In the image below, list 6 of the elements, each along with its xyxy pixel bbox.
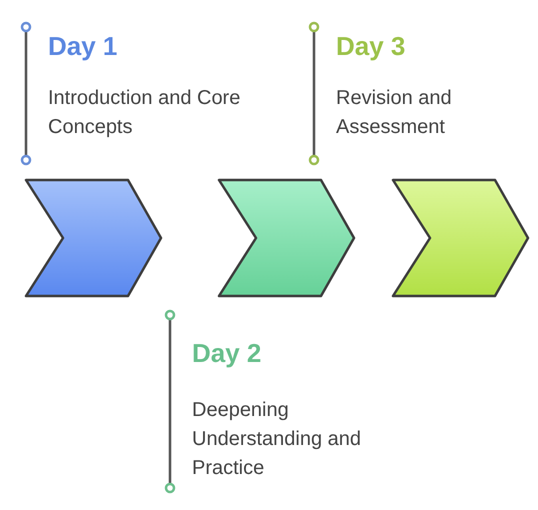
day-description: Deepening Understanding and Practice	[192, 398, 362, 481]
day-heading: Day 1	[48, 30, 118, 62]
day-heading: Day 2	[192, 337, 262, 369]
day-description: Revision and Assessment	[336, 86, 453, 140]
day-description: Introduction and Core Concepts	[48, 86, 242, 140]
day-heading: Day 3	[336, 30, 406, 62]
